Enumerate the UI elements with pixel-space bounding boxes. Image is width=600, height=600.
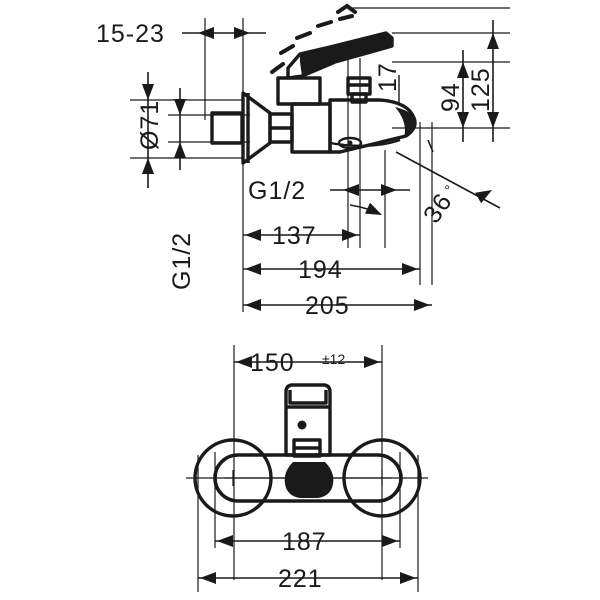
- front-view-group: 150 ±12 187: [186, 345, 428, 593]
- dim-projection-205: 205: [243, 292, 432, 320]
- dim-label-overall-width: 221: [278, 565, 323, 593]
- dim-spout-angle: 36 °: [395, 139, 501, 228]
- dim-height-125: 125: [467, 20, 499, 142]
- dim-height-94: 94: [437, 50, 469, 142]
- dim-projection-194: 194: [243, 256, 420, 284]
- dim-outlet-thread: G1/2: [248, 177, 410, 205]
- dim-overall-width: 221: [198, 565, 418, 593]
- dim-label-inlet-thread: G1/2: [168, 232, 196, 290]
- dim-inlet-inner: [174, 88, 186, 170]
- dim-label-height-94: 94: [437, 82, 465, 112]
- dim-projection-137: 137: [243, 222, 360, 250]
- dim-label-projection-194: 194: [298, 256, 343, 284]
- handle-front: [284, 383, 332, 458]
- dim-label-inlet-spacing-tolerance: ±12: [322, 351, 345, 367]
- side-view-group: 15-23 Ø71 G1/2: [96, 3, 510, 320]
- lever-motion-dashes: [270, 3, 357, 74]
- leader-outlet: [349, 202, 385, 221]
- dim-wall-offset: 15-23: [96, 20, 266, 48]
- lever-handle: [286, 31, 394, 80]
- escutcheon-center-ticks: [232, 470, 383, 486]
- dim-label-inlet-spacing: 150: [250, 349, 295, 377]
- dim-label-escutcheon-diameter: Ø71: [136, 100, 164, 150]
- handle-indicator-dot: [297, 420, 307, 430]
- dim-label-center-span: 187: [282, 528, 327, 556]
- dim-label-outlet-thread: G1/2: [248, 177, 306, 205]
- dim-label-wall-offset: 15-23: [96, 20, 165, 48]
- dim-label-height-125: 125: [467, 67, 495, 112]
- witness-lines-horizontal: [130, 32, 510, 159]
- dim-label-lever-clearance: 17: [374, 62, 402, 92]
- dim-label-projection-137: 137: [272, 222, 317, 250]
- dim-escutcheon-diameter: Ø71: [136, 72, 164, 188]
- spout-tip-shading: [395, 107, 417, 138]
- dim-inlet-spacing: 150 ±12: [234, 349, 382, 377]
- dim-center-span: 187: [215, 528, 400, 556]
- diverter-front: [284, 462, 334, 498]
- dim-lever-clearance: 17: [374, 62, 402, 104]
- dim-label-projection-205: 205: [305, 292, 350, 320]
